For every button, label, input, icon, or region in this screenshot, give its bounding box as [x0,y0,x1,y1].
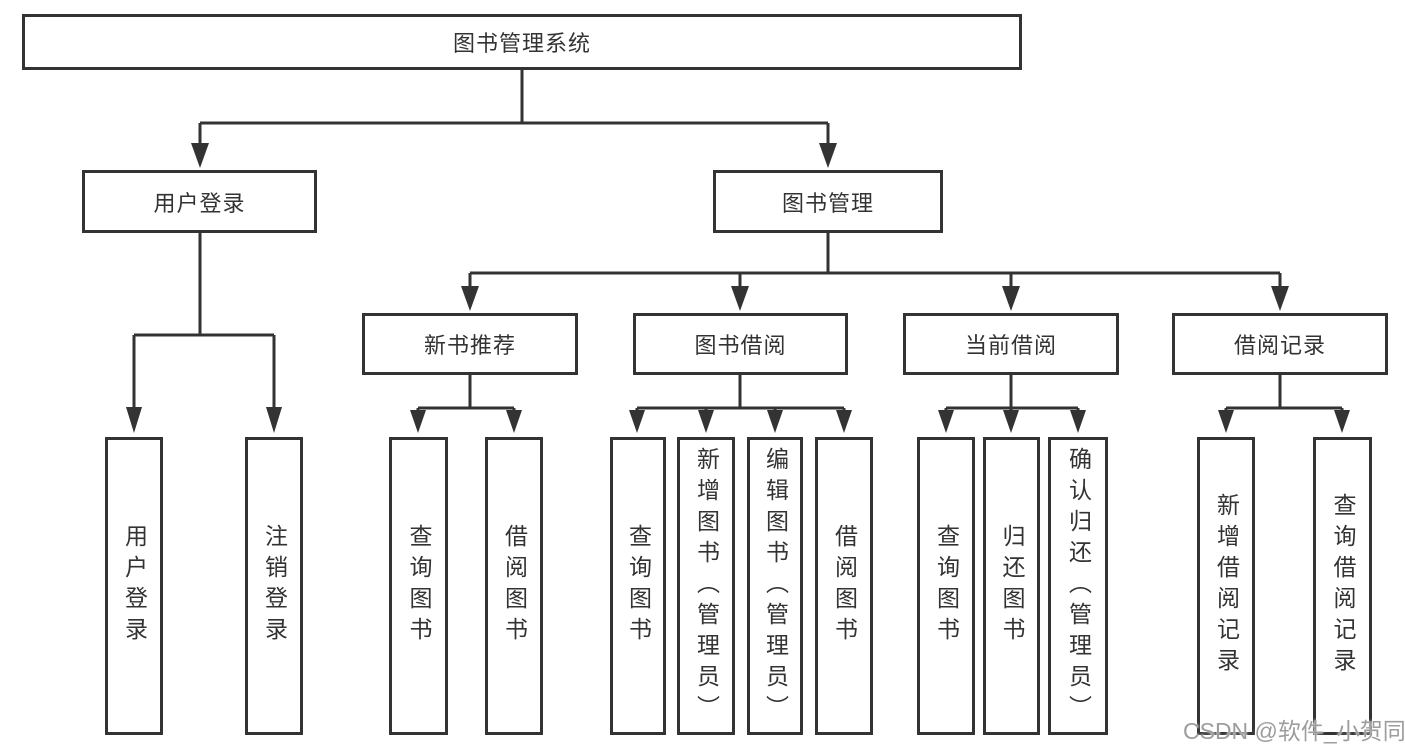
node-root: 图书管理系统 [22,14,1022,70]
leaf-user-login: 用户登录 [105,437,163,735]
leaf-return-book-label: 归还图书 [999,524,1025,648]
leaf-add-book-admin-label: 新增图书（管理员） [693,446,720,726]
leaf-query-books-current-label: 查询图书 [933,524,960,648]
node-user-login-label: 用户登录 [153,190,246,216]
leaf-borrow-books-recommend: 借阅图书 [485,437,543,735]
node-new-book-recommend: 新书推荐 [362,313,578,375]
leaf-confirm-return-admin: 确认归还（管理员） [1048,437,1108,735]
leaf-query-books-recommend-label: 查询图书 [406,524,432,648]
leaf-add-borrow-record-label: 新增借阅记录 [1213,493,1240,679]
leaf-query-books-borrow-label: 查询图书 [625,524,652,648]
leaf-user-login-label: 用户登录 [121,524,148,648]
arrowhead-icons [126,143,1350,433]
leaf-edit-book-admin-label: 编辑图书（管理员） [762,446,789,726]
leaf-return-book: 归还图书 [983,437,1040,735]
leaf-borrow-books-recommend-label: 借阅图书 [501,524,528,648]
node-current-borrow: 当前借阅 [903,313,1119,375]
leaf-query-books-recommend: 查询图书 [389,437,448,735]
leaf-borrow-books-label: 借阅图书 [831,524,858,648]
node-book-management: 图书管理 [713,170,943,233]
leaf-query-borrow-record: 查询借阅记录 [1313,437,1372,735]
leaf-query-books-current: 查询图书 [917,437,975,735]
node-book-management-label: 图书管理 [781,190,874,216]
node-user-login: 用户登录 [82,170,317,233]
leaf-query-borrow-record-label: 查询借阅记录 [1330,493,1356,679]
watermark: CSDN @软件_小贺同学 [1183,718,1405,744]
leaf-logout-label: 注销登录 [261,524,288,648]
node-new-book-recommend-label: 新书推荐 [423,333,516,358]
leaf-add-book-admin: 新增图书（管理员） [677,437,735,735]
node-borrow-records: 借阅记录 [1172,313,1388,375]
node-root-label: 图书管理系统 [452,31,591,56]
leaf-borrow-books: 借阅图书 [815,437,873,735]
leaf-add-borrow-record: 新增借阅记录 [1197,437,1255,735]
node-borrow-records-label: 借阅记录 [1233,333,1326,358]
node-book-borrow: 图书借阅 [633,313,848,375]
node-current-borrow-label: 当前借阅 [964,333,1057,358]
leaf-logout: 注销登录 [245,437,303,735]
leaf-confirm-return-admin-label: 确认归还（管理员） [1065,446,1092,726]
leaf-edit-book-admin: 编辑图书（管理员） [747,437,803,735]
leaf-query-books-borrow: 查询图书 [610,437,666,735]
node-book-borrow-label: 图书借阅 [694,333,787,358]
